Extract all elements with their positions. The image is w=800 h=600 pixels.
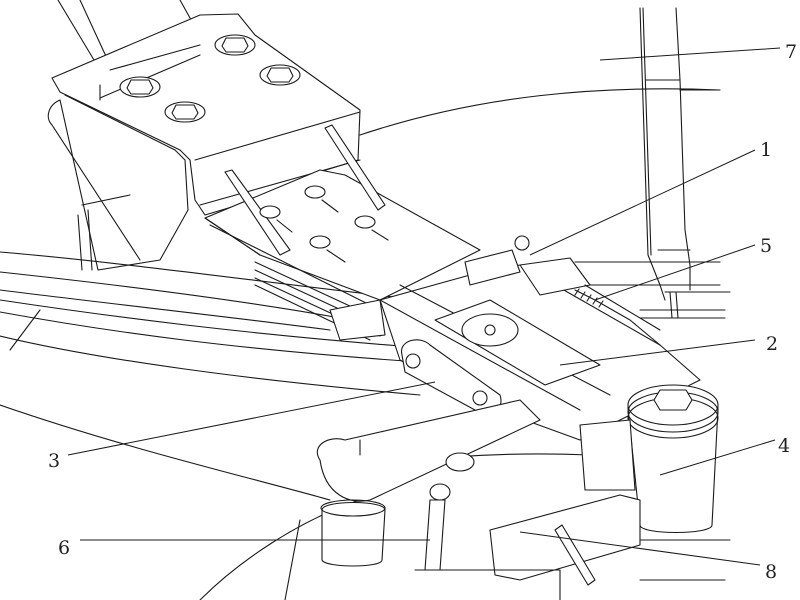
main-arm <box>379 235 701 441</box>
leader-2 <box>559 339 756 366</box>
spring <box>574 288 604 308</box>
cylinder <box>627 384 719 534</box>
callout-8: 8 <box>765 561 777 583</box>
leader-lines <box>67 47 781 566</box>
lower-bracket <box>414 494 731 600</box>
leader-1 <box>529 149 756 256</box>
callout-7: 7 <box>785 41 797 63</box>
callout-2: 2 <box>766 333 778 355</box>
callout-labels: 1 2 3 4 5 6 7 8 <box>48 41 797 583</box>
top-bolts <box>119 34 301 123</box>
leader-7 <box>599 47 781 61</box>
bolt <box>119 76 161 98</box>
leader-8 <box>519 531 761 566</box>
leader-4 <box>659 439 776 476</box>
bolt <box>164 101 206 123</box>
callout-1: 1 <box>760 139 772 161</box>
callout-6: 6 <box>58 537 70 559</box>
leader-5 <box>594 244 756 301</box>
upright-post <box>574 7 731 319</box>
swivel-arm <box>284 399 541 600</box>
bolt <box>259 64 301 86</box>
lower-slotted-plate <box>204 124 481 306</box>
callout-5: 5 <box>760 235 772 257</box>
tie-rod <box>424 452 475 571</box>
callout-4: 4 <box>778 435 790 457</box>
leader-3 <box>67 381 436 456</box>
bolt <box>214 34 256 56</box>
top-mounting-bracket <box>47 0 361 271</box>
linear-rail <box>254 261 386 341</box>
callout-3: 3 <box>48 450 60 472</box>
front-block <box>579 419 636 491</box>
